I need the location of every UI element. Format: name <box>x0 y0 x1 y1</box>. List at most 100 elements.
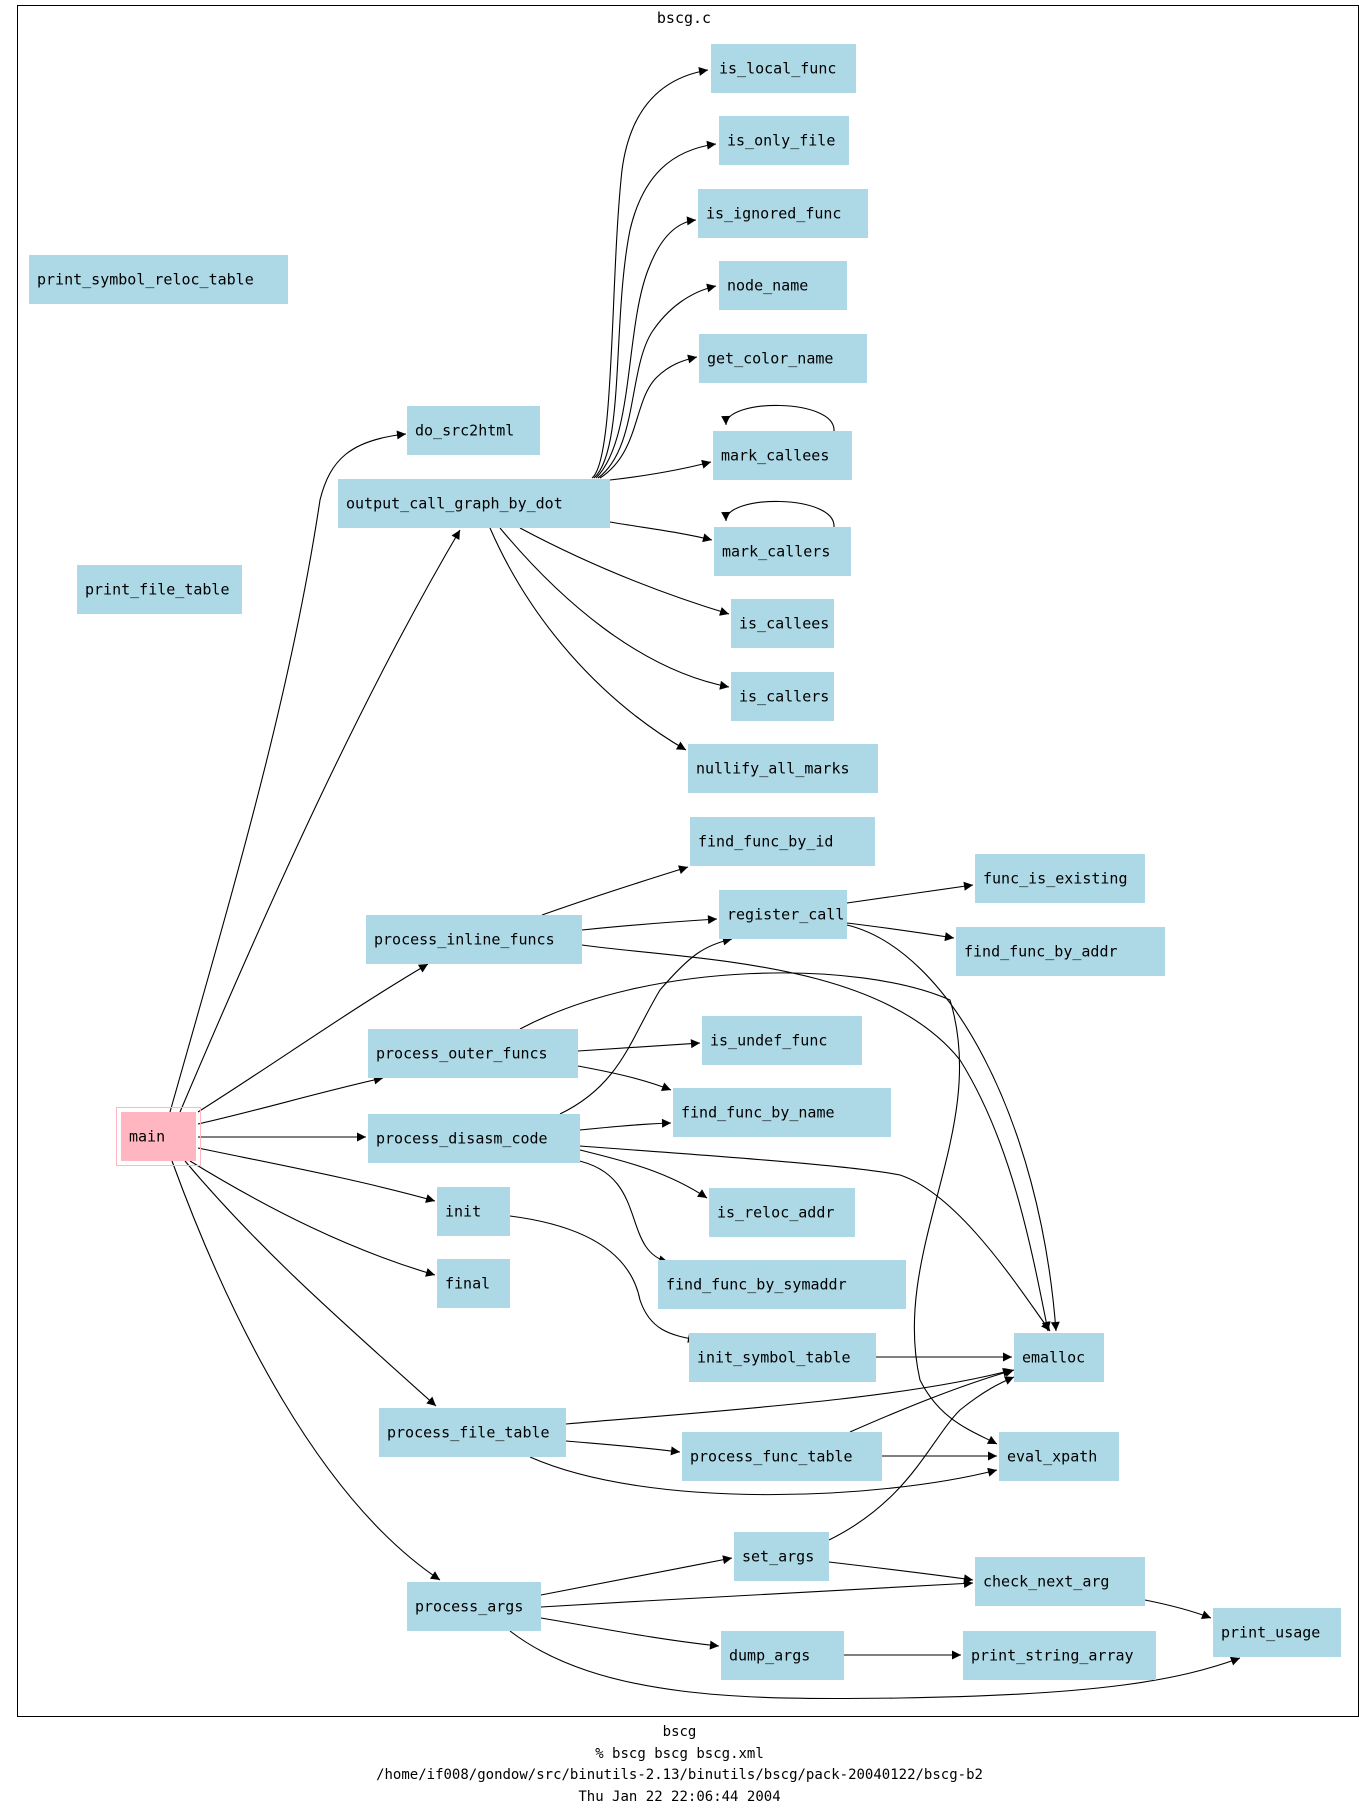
node-final-box <box>437 1259 510 1308</box>
node-find_func_by_name-label: find_func_by_name <box>681 1104 835 1122</box>
node-is_callees[interactable]: is_callees <box>731 599 834 648</box>
edge-process_file_table-to-eval_xpath <box>529 1456 998 1496</box>
node-find_func_by_symaddr-label: find_func_by_symaddr <box>666 1276 847 1294</box>
node-set_args-label: set_args <box>742 1548 814 1566</box>
node-process_inline_funcs-label: process_inline_funcs <box>374 931 555 949</box>
node-is_undef_func-label: is_undef_func <box>710 1032 827 1050</box>
node-is_only_file-label: is_only_file <box>727 132 835 150</box>
node-is_local_func[interactable]: is_local_func <box>711 44 856 93</box>
edge-process_inline_funcs-to-register_call <box>581 915 718 931</box>
node-print_string_array-box <box>963 1631 1156 1680</box>
node-init_symbol_table[interactable]: init_symbol_table <box>689 1333 876 1382</box>
node-process_args[interactable]: process_args <box>407 1582 541 1631</box>
node-is_undef_func[interactable]: is_undef_func <box>702 1016 862 1065</box>
node-output_call_graph_by_dot[interactable]: output_call_graph_by_dot <box>338 479 610 528</box>
node-check_next_arg[interactable]: check_next_arg <box>975 1557 1145 1606</box>
node-process_file_table[interactable]: process_file_table <box>379 1408 566 1457</box>
node-do_src2html[interactable]: do_src2html <box>407 406 540 455</box>
edge-process_func_table-to-emalloc <box>849 1368 1015 1433</box>
edge-mark_callers-to-mark_callers <box>721 500 835 528</box>
node-process_disasm_code[interactable]: process_disasm_code <box>368 1114 580 1163</box>
node-mark_callees-box <box>713 431 852 480</box>
node-get_color_name-label: get_color_name <box>707 350 833 368</box>
node-is_ignored_func-box <box>698 189 868 238</box>
node-get_color_name-box <box>699 334 867 383</box>
node-find_func_by_symaddr[interactable]: find_func_by_symaddr <box>658 1260 906 1309</box>
node-process_func_table-label: process_func_table <box>690 1448 853 1466</box>
node-find_func_by_id[interactable]: find_func_by_id <box>690 817 875 866</box>
node-print_usage[interactable]: print_usage <box>1213 1608 1341 1657</box>
edge-output_call_graph_by_dot-to-is_callees <box>519 527 730 616</box>
node-dump_args-label: dump_args <box>729 1647 810 1665</box>
node-print_file_table[interactable]: print_file_table <box>77 565 242 614</box>
node-is_reloc_addr[interactable]: is_reloc_addr <box>709 1188 855 1237</box>
node-final[interactable]: final <box>437 1259 510 1308</box>
edge-mark_callees-to-mark_callees <box>721 404 835 432</box>
node-get_color_name[interactable]: get_color_name <box>699 334 867 383</box>
node-process_args-box <box>407 1582 541 1631</box>
node-do_src2html-label: do_src2html <box>415 422 514 440</box>
node-nullify_all_marks[interactable]: nullify_all_marks <box>688 744 878 793</box>
node-is_ignored_func-label: is_ignored_func <box>706 205 841 223</box>
node-process_outer_funcs[interactable]: process_outer_funcs <box>368 1029 578 1078</box>
edge-main-to-final <box>189 1160 436 1277</box>
node-node_name-label: node_name <box>727 277 808 295</box>
node-process_func_table[interactable]: process_func_table <box>682 1432 882 1481</box>
node-func_is_existing[interactable]: func_is_existing <box>975 854 1145 903</box>
node-process_func_table-box <box>682 1432 882 1481</box>
edge-process_disasm_code-to-find_func_by_symaddr <box>574 1159 669 1265</box>
node-print_string_array[interactable]: print_string_array <box>963 1631 1156 1680</box>
node-is_callers[interactable]: is_callers <box>731 672 834 721</box>
edge-output_call_graph_by_dot-to-is_local_func <box>591 67 709 479</box>
node-mark_callees[interactable]: mark_callees <box>713 431 852 480</box>
node-mark_callees-label: mark_callees <box>721 447 829 465</box>
node-is_local_func-box <box>711 44 856 93</box>
edge-output_call_graph_by_dot-to-nullify_all_marks <box>489 527 687 751</box>
edge-output_call_graph_by_dot-to-is_only_file <box>593 140 717 479</box>
node-set_args[interactable]: set_args <box>734 1532 829 1581</box>
edge-process_args-to-print_usage <box>509 1630 1241 1700</box>
node-process_outer_funcs-label: process_outer_funcs <box>376 1045 548 1063</box>
node-do_src2html-box <box>407 406 540 455</box>
node-print_symbol_reloc_table[interactable]: print_symbol_reloc_table <box>29 255 288 304</box>
node-emalloc[interactable]: emalloc <box>1014 1333 1104 1382</box>
node-init[interactable]: init <box>437 1187 510 1236</box>
node-find_func_by_name[interactable]: find_func_by_name <box>673 1088 891 1137</box>
node-is_only_file[interactable]: is_only_file <box>719 116 849 165</box>
edge-process_outer_funcs-to-eval_xpath <box>519 972 998 1445</box>
edge-main-to-output_call_graph_by_dot <box>179 529 461 1113</box>
node-find_func_by_name-box <box>673 1088 891 1137</box>
edge-main-to-process_file_table <box>184 1160 437 1407</box>
node-find_func_by_symaddr-box <box>658 1260 906 1309</box>
node-is_callers-box <box>731 672 834 721</box>
edge-process_disasm_code-to-emalloc <box>579 1145 1051 1332</box>
edge-set_args-to-emalloc <box>828 1376 1015 1541</box>
node-find_func_by_addr[interactable]: find_func_by_addr <box>956 927 1165 976</box>
node-find_func_by_addr-box <box>956 927 1165 976</box>
node-print_usage-box <box>1213 1608 1341 1657</box>
node-main[interactable]: main <box>116 1107 201 1166</box>
node-process_outer_funcs-box <box>368 1029 578 1078</box>
footer-name: bscg <box>662 1724 697 1740</box>
node-init_symbol_table-box <box>689 1333 876 1382</box>
node-eval_xpath[interactable]: eval_xpath <box>999 1432 1119 1481</box>
node-print_file_table-label: print_file_table <box>85 581 230 599</box>
node-check_next_arg-label: check_next_arg <box>983 1573 1109 1591</box>
node-output_call_graph_by_dot-label: output_call_graph_by_dot <box>346 495 563 513</box>
edge-main-to-process_outer_funcs <box>197 1075 384 1125</box>
edge-process_inline_funcs-to-emalloc <box>581 944 1051 1332</box>
edge-main-to-do_src2html <box>169 430 407 1113</box>
node-is_callees-label: is_callees <box>739 615 829 633</box>
edge-process_disasm_code-to-find_func_by_name <box>579 1118 672 1131</box>
node-is_ignored_func[interactable]: is_ignored_func <box>698 189 868 238</box>
node-output_call_graph_by_dot-box <box>338 479 610 528</box>
edge-output_call_graph_by_dot-to-mark_callees <box>609 459 712 481</box>
node-process_inline_funcs[interactable]: process_inline_funcs <box>366 915 582 964</box>
node-mark_callers[interactable]: mark_callers <box>714 527 851 576</box>
node-node_name[interactable]: node_name <box>719 261 847 310</box>
node-init-box <box>437 1187 510 1236</box>
node-register_call[interactable]: register_call <box>719 890 847 939</box>
node-dump_args[interactable]: dump_args <box>721 1631 844 1680</box>
edge-process_args-to-set_args <box>540 1555 733 1596</box>
edge-output_call_graph_by_dot-to-mark_callers <box>609 521 713 543</box>
